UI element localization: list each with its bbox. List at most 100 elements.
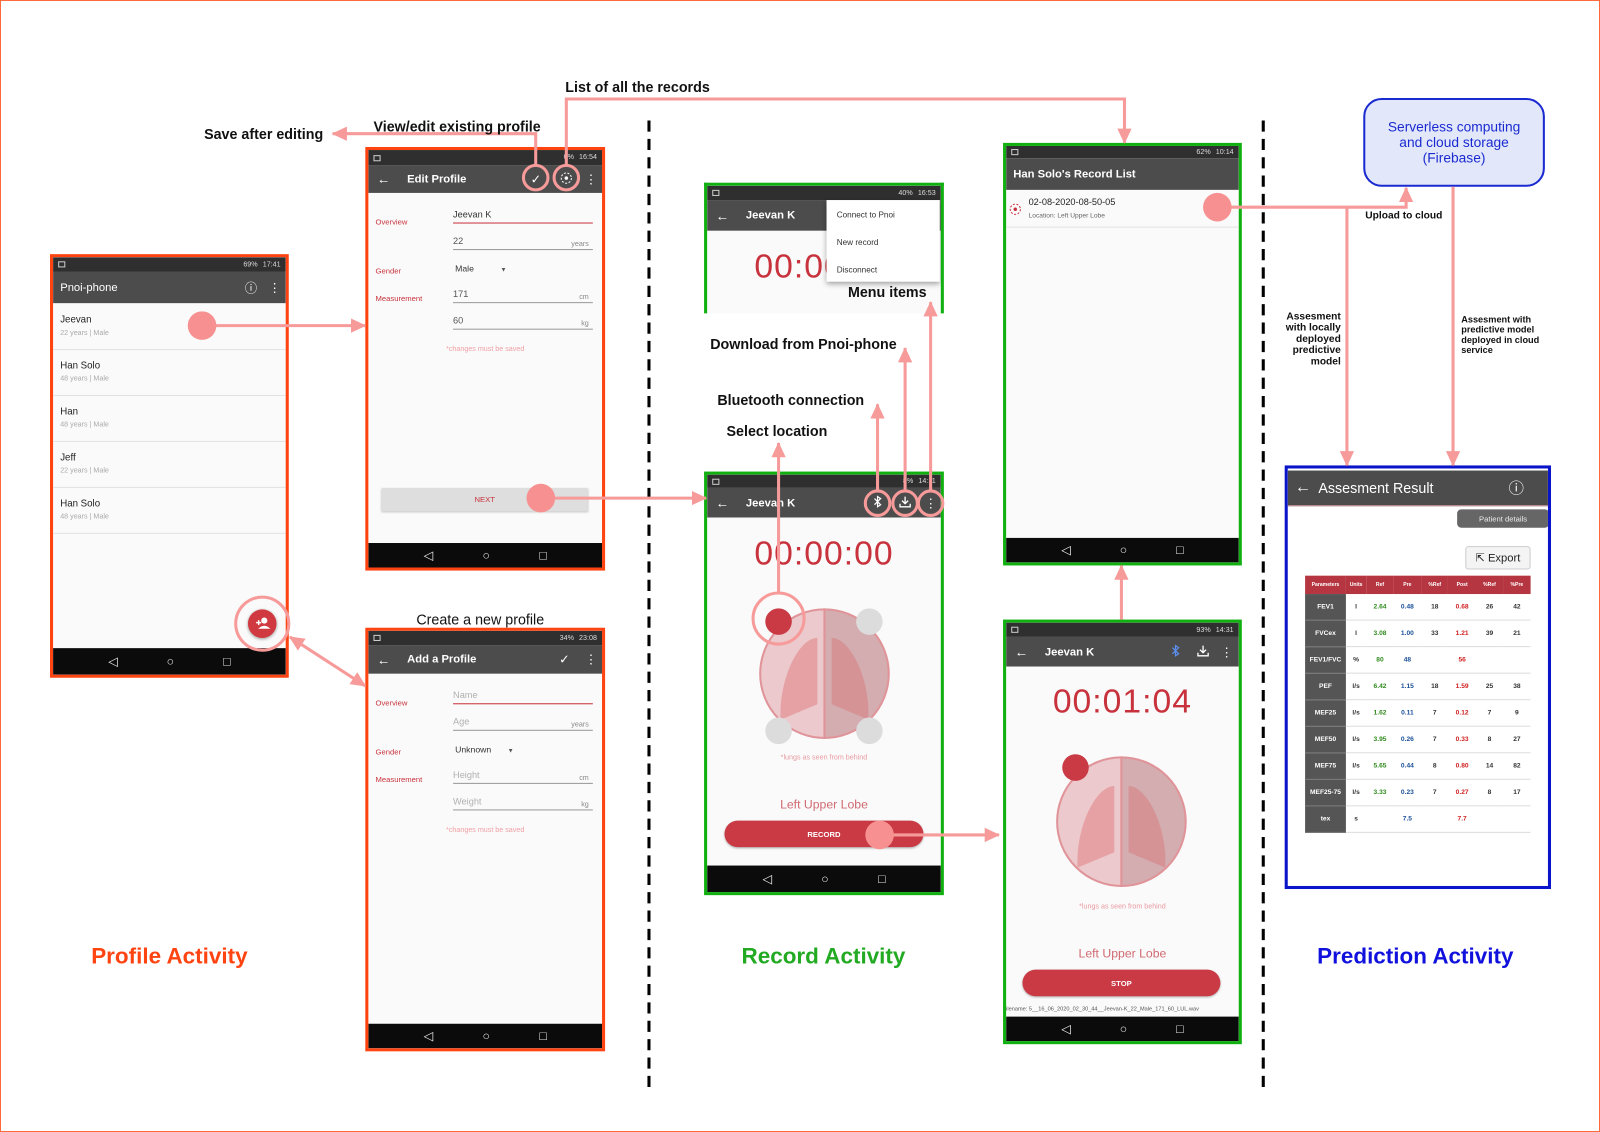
- status-bar: 0% 16:54: [368, 150, 603, 166]
- value-cell: [1475, 646, 1504, 674]
- more-icon[interactable]: ⋮: [584, 652, 597, 667]
- age-value: 22: [453, 235, 464, 246]
- nav-back-icon[interactable]: ◁: [423, 548, 434, 563]
- nav-home-icon[interactable]: ○: [1119, 543, 1128, 558]
- name-field[interactable]: Jeevan K: [453, 209, 593, 224]
- menu-item-disconnect[interactable]: Disconnect: [836, 265, 878, 275]
- status-bar: 34%23:08: [368, 630, 603, 646]
- share-icon: ⇱: [1475, 552, 1485, 565]
- value-cell: 7.7: [1448, 805, 1476, 833]
- nav-home-icon[interactable]: ○: [1119, 1021, 1128, 1037]
- record-menu-screen: 40%16:53 ← Jeevan K 00:00:00 Connect to …: [704, 182, 944, 314]
- more-icon[interactable]: ⋮: [924, 495, 937, 510]
- back-arrow-icon[interactable]: ←: [377, 651, 391, 668]
- clock: 17:41: [262, 260, 281, 268]
- value-cell: 7: [1421, 779, 1449, 807]
- nav-recents-icon[interactable]: □: [1176, 543, 1184, 558]
- battery-level: 0%: [563, 154, 574, 162]
- record-list-item[interactable]: 02-08-2020-08-50-05 Location: Left Upper…: [1006, 192, 1239, 228]
- nav-back-icon[interactable]: ◁: [762, 871, 772, 886]
- location-dot-left-lower[interactable]: [765, 717, 792, 745]
- column-header: Pre: [1393, 575, 1422, 595]
- download-highlight-ring: [891, 489, 919, 517]
- back-arrow-icon[interactable]: ←: [715, 495, 730, 511]
- column-header: %Ref: [1421, 575, 1449, 595]
- lung-location-selector: [759, 608, 890, 745]
- save-check-icon[interactable]: ✓: [530, 171, 541, 187]
- menu-item-connect[interactable]: Connect to Pnoi: [836, 210, 895, 220]
- more-icon[interactable]: ⋮: [1220, 644, 1233, 659]
- menu-item-new-record[interactable]: New record: [836, 237, 879, 248]
- profile-meta: 22 years | Male: [60, 329, 109, 337]
- download-icon[interactable]: [1197, 644, 1209, 659]
- records-list-icon[interactable]: [560, 171, 572, 186]
- name-field[interactable]: Name: [453, 690, 593, 705]
- nav-recents-icon[interactable]: □: [878, 871, 886, 886]
- export-button[interactable]: ⇱Export: [1465, 546, 1531, 570]
- info-icon[interactable]: ⓘ: [244, 280, 258, 295]
- value-cell: 42: [1503, 594, 1531, 621]
- back-arrow-icon[interactable]: ←: [1294, 478, 1312, 497]
- value-cell: 7: [1421, 726, 1449, 754]
- height-placeholder: Height: [453, 769, 480, 780]
- info-icon[interactable]: ⓘ: [1508, 480, 1524, 498]
- add-profile-fab[interactable]: [247, 609, 277, 638]
- nav-home-icon[interactable]: ○: [166, 654, 175, 669]
- nav-recents-icon[interactable]: □: [539, 1028, 547, 1044]
- nav-home-icon[interactable]: ○: [482, 1028, 490, 1044]
- status-bar: 40%16:53: [707, 185, 941, 201]
- tap-dot-record-item: [1203, 192, 1232, 222]
- nav-recents-icon[interactable]: □: [223, 654, 231, 669]
- back-arrow-icon[interactable]: ←: [715, 207, 730, 224]
- record-screen: 8%14:11 ← Jeevan K ⋮ 00:00:00 *lungs as …: [704, 471, 944, 896]
- nav-back-icon[interactable]: ◁: [1061, 1021, 1071, 1037]
- screen-title: Assesment Result: [1318, 479, 1434, 497]
- save-check-icon[interactable]: ✓: [559, 652, 570, 667]
- value-cell: 8: [1421, 752, 1449, 780]
- location-dot-right-lower[interactable]: [856, 717, 883, 745]
- battery-level: 40%: [898, 189, 913, 197]
- gender-value: Male: [455, 263, 474, 274]
- stop-label: STOP: [1111, 978, 1132, 988]
- value-cell: 39: [1475, 620, 1504, 648]
- nav-recents-icon[interactable]: □: [1176, 1021, 1184, 1037]
- tap-dot-record: [865, 820, 894, 850]
- gender-select[interactable]: Male▼: [455, 263, 506, 273]
- location-dot-right-upper[interactable]: [856, 608, 883, 635]
- battery-level: 8%: [902, 477, 914, 485]
- nav-home-icon[interactable]: ○: [821, 871, 829, 886]
- status-bar: 69%17:41: [53, 257, 286, 272]
- nav-back-icon[interactable]: ◁: [1061, 543, 1071, 558]
- stop-button[interactable]: STOP: [1022, 969, 1221, 997]
- weight-placeholder: Weight: [453, 796, 482, 807]
- bluetooth-connected-icon[interactable]: [1170, 643, 1180, 659]
- label-upload-cloud: Upload to cloud: [1365, 210, 1443, 222]
- more-icon[interactable]: ⋮: [268, 280, 281, 295]
- nav-back-icon[interactable]: ◁: [108, 654, 118, 669]
- location-dot-left-upper[interactable]: [765, 608, 792, 635]
- gender-select[interactable]: Unknown▼: [455, 744, 514, 754]
- more-icon[interactable]: ⋮: [584, 171, 597, 187]
- back-arrow-icon[interactable]: ←: [1014, 644, 1029, 660]
- records-highlight-ring: [552, 163, 581, 192]
- download-icon[interactable]: [899, 495, 911, 510]
- nav-recents-icon[interactable]: □: [539, 548, 547, 563]
- nav-home-icon[interactable]: ○: [482, 548, 490, 563]
- clock: 16:54: [579, 154, 597, 162]
- nav-back-icon[interactable]: ◁: [423, 1028, 434, 1044]
- bluetooth-icon[interactable]: [872, 494, 882, 510]
- back-arrow-icon[interactable]: ←: [377, 171, 391, 187]
